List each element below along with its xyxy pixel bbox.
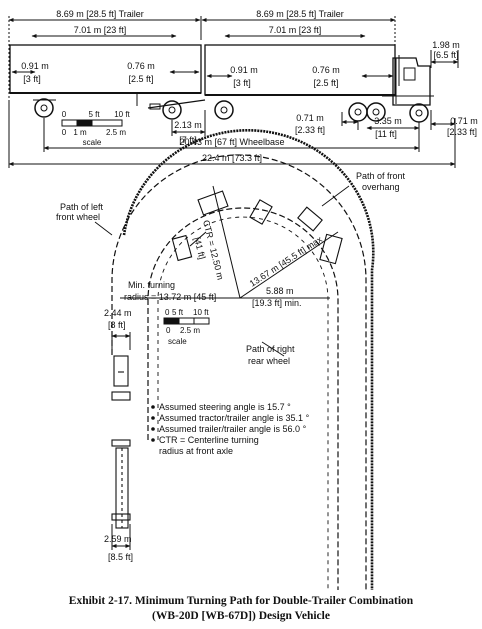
note-ctr: CTR = Centerline turning	[159, 435, 259, 445]
vehicle-in-turn	[171, 190, 343, 265]
label-tractor-a-m: 0.71 m	[296, 113, 324, 123]
elevation-scale-text: 0 5 ft 10 ft 0 1 m 2.5 m scale	[62, 110, 131, 147]
label-left-wheel-1: Path of left	[60, 202, 104, 212]
label-trailer2-inner: 7.01 m [23 ft]	[269, 25, 322, 35]
scale-bot-0: 0	[62, 128, 67, 137]
note-trailer-trailer: Assumed trailer/trailer angle is 56.0 °	[159, 424, 307, 434]
caption-line-1: Exhibit 2-17. Minimum Turning Path for D…	[68, 595, 414, 607]
trailer1-front-wheel	[162, 100, 182, 120]
plan-scale-bar	[163, 317, 210, 325]
label-overall: 22.4 m [73.3 ft]	[202, 153, 262, 163]
vehicle-elevation	[8, 16, 459, 168]
label-front-oh-ft: [2.33 ft]	[447, 127, 477, 137]
trailer1-rear-wheel	[34, 98, 54, 118]
figure-caption: Exhibit 2-17. Minimum Turning Path for D…	[0, 594, 482, 624]
label-t2-front-oh-m: 0.91 m	[230, 65, 258, 75]
plan-scale-top-5ft: 5 ft	[172, 308, 184, 317]
label-trailer1-inner: 7.01 m [23 ft]	[74, 25, 127, 35]
label-left-wheel-2: front wheel	[56, 212, 100, 222]
label-inner-radius-m: 5.88 m	[266, 286, 294, 296]
plan-scale-bot-2-5m: 2.5 m	[180, 326, 200, 335]
label-tractor-wb-ft: [11 ft]	[375, 129, 397, 139]
scale-top-10ft: 10 ft	[114, 110, 130, 119]
trailer2-rear-wheel	[214, 100, 234, 120]
note-ctr-2: radius at front axle	[159, 446, 233, 456]
elevation-labels: 8.69 m [28.5 ft] Trailer 8.69 m [28.5 ft…	[21, 9, 478, 163]
label-t1-front-oh-m: 0.91 m	[21, 61, 49, 71]
trailer2-front-wheel	[348, 102, 368, 122]
label-inner-radius-ft: [19.3 ft] min.	[252, 298, 302, 308]
label-tractor-a-ft: [2.33 ft]	[295, 125, 325, 135]
label-front-overhang-1: Path of front	[356, 171, 406, 181]
label-max-radius: 13.67 m [45.5 ft] max	[248, 234, 325, 289]
path-right-rear-wheel	[147, 207, 339, 590]
label-right-wheel-2: rear wheel	[248, 356, 290, 366]
label-cab-overhang-ft: [6.5 ft]	[433, 50, 458, 60]
vehicle-straight	[111, 355, 131, 529]
label-front-oh-m: 0.71 m	[450, 116, 478, 126]
label-min-turning-2: radius = 13.72 m [45 ft]	[124, 292, 216, 302]
plan-scale-label: scale	[168, 337, 187, 346]
turning-path-plan	[94, 129, 375, 590]
label-right-wheel-1: Path of right	[246, 344, 295, 354]
scale-label: scale	[83, 138, 102, 147]
ctr-radius-line	[212, 185, 241, 299]
label-width-bottom-m: 2.59 m	[104, 534, 132, 544]
label-t1-rear-oh-ft: [2.5 ft]	[128, 74, 153, 84]
label-width-top-ft: [8 ft]	[108, 320, 126, 330]
label-t2-rear-oh-ft: [2.5 ft]	[313, 78, 338, 88]
scale-top-5ft: 5 ft	[88, 110, 100, 119]
plan-scale-text: 0 5 ft 10 ft 0 2.5 m scale	[165, 308, 209, 346]
elevation-scale-bar	[61, 119, 123, 127]
max-radius-line	[239, 231, 339, 299]
label-trailer1-length: 8.69 m [28.5 ft] Trailer	[56, 9, 144, 19]
plan-scale-top-0: 0	[165, 308, 170, 317]
tractor-front-wheel	[409, 103, 429, 123]
scale-top-0: 0	[62, 110, 67, 119]
caption-line-2: (WB-20D [WB-67D]) Design Vehicle	[152, 610, 330, 622]
plan-scale-bot-0: 0	[166, 326, 171, 335]
label-trailer2-length: 8.69 m [28.5 ft] Trailer	[256, 9, 344, 19]
note-tractor-trailer: Assumed tractor/trailer angle is 35.1 °	[159, 413, 310, 423]
label-dolly-m: 2.13 m	[174, 120, 202, 130]
path-left-front-wheel	[111, 154, 367, 590]
label-wheelbase: 20.43 m [67 ft] Wheelbase	[179, 137, 284, 147]
tractor-cab	[382, 55, 434, 106]
label-t1-front-oh-ft: [3 ft]	[23, 74, 41, 84]
plan-labels: Path of left front wheel Path of front o…	[56, 171, 406, 562]
label-cab-overhang-m: 1.98 m	[432, 40, 460, 50]
note-steering: Assumed steering angle is 15.7 °	[159, 402, 291, 412]
scale-bot-1m: 1 m	[73, 128, 87, 137]
path-front-overhang	[122, 129, 375, 590]
label-t2-rear-oh-m: 0.76 m	[312, 65, 340, 75]
label-width-top-m: 2.44 m	[104, 308, 132, 318]
label-min-turning-1: Min. turning	[128, 280, 175, 290]
label-tractor-wb-m: 3.35 m	[374, 116, 402, 126]
label-front-overhang-2: overhang	[362, 182, 400, 192]
label-width-bottom-ft: [8.5 ft]	[108, 552, 133, 562]
plan-scale-top-10ft: 10 ft	[193, 308, 209, 317]
label-ctr-ft: [41 ft]	[192, 236, 207, 260]
scale-bot-2-5m: 2.5 m	[106, 128, 126, 137]
label-t2-front-oh-ft: [3 ft]	[233, 78, 251, 88]
assumption-notes: Assumed steering angle is 15.7 ° Assumed…	[151, 402, 310, 456]
label-t1-rear-oh-m: 0.76 m	[127, 61, 155, 71]
label-dolly-ft: [7 ft]	[179, 135, 197, 145]
